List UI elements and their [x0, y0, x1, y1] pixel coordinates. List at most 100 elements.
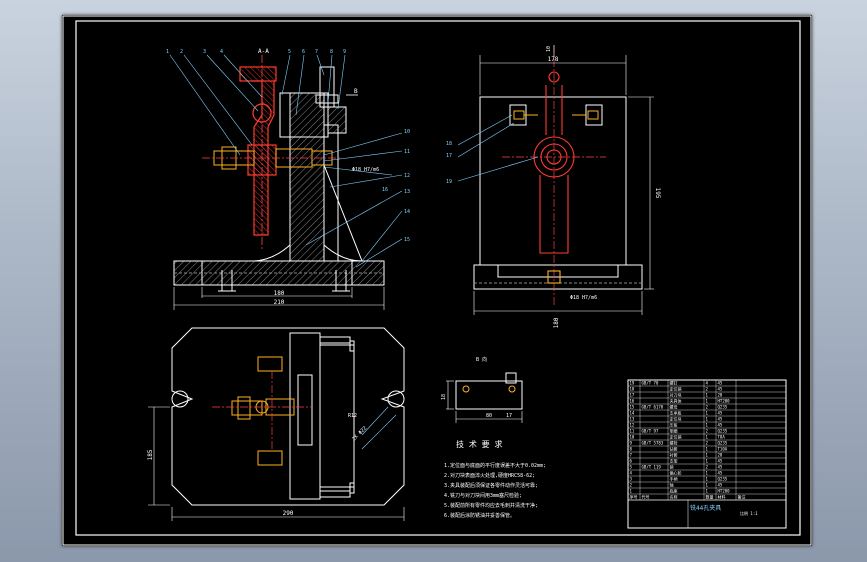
front-dimensions: [173, 287, 385, 310]
parts-cell: 底座: [670, 488, 678, 494]
side-dim-bottom: 180: [553, 317, 560, 328]
parts-cell: 20: [718, 453, 723, 458]
parts-cell: 17: [630, 393, 635, 398]
parts-cell: 定位块: [670, 416, 682, 422]
side-dim-top: 178: [548, 56, 559, 63]
view-b-dim-s: 17: [506, 413, 512, 419]
parts-cell: 螺栓: [670, 440, 678, 446]
base-bolts-front: [218, 270, 350, 292]
tech-req-title: 技 术 要 求: [456, 439, 502, 449]
plan-clamp: [212, 356, 312, 466]
parts-cell: 定位销: [670, 386, 682, 392]
front-dim-inner: 180: [274, 290, 285, 297]
parts-header-cell: 材料: [718, 494, 726, 500]
balloon-3: 3: [203, 49, 206, 55]
parts-cell: 45: [718, 465, 723, 470]
parts-header-cell: 序号: [630, 494, 638, 500]
side-dim-height: 195: [654, 188, 661, 199]
side-leaders: [457, 114, 539, 182]
plan-dim-width: 290: [283, 510, 294, 517]
balloon-18: 18: [446, 141, 452, 147]
side-dimensions: [473, 45, 654, 315]
balloon-8: 8: [330, 49, 333, 55]
parts-header-cell: 数量: [706, 494, 714, 500]
parts-cell: 夹具体: [670, 398, 682, 404]
parts-cell: 16: [630, 399, 635, 404]
view-b-marker: B: [354, 88, 358, 95]
parts-cell: 2: [706, 429, 709, 434]
parts-cell: 14: [630, 411, 635, 416]
parts-cell: 螺母: [670, 404, 678, 410]
parts-cell: HT200: [718, 399, 731, 404]
parts-cell: 1: [706, 447, 709, 452]
front-dim-width: 210: [274, 299, 285, 306]
parts-cell: 1: [706, 477, 709, 482]
parts-cell: 销: [670, 464, 674, 470]
parts-cell: 45: [718, 381, 723, 386]
parts-cell: 1: [706, 471, 709, 476]
plan-dim-height: 185: [147, 449, 154, 460]
parts-cell: 15: [630, 405, 635, 410]
parts-cell: 1: [706, 435, 709, 440]
view-b-dim-w: 80: [486, 413, 492, 419]
parts-cell: 3: [630, 477, 633, 482]
cad-viewport[interactable]: 210 180 Φ18 H7/m6 A-A B 1 2 3 4 5 6 7 8 …: [62, 15, 812, 546]
balloon-1: 1: [166, 49, 169, 55]
parts-cell: Q235: [718, 441, 728, 446]
parts-cell: 10: [630, 435, 635, 440]
parts-cell: 偏心轮: [670, 470, 682, 476]
view-b-title: B 向: [476, 356, 487, 363]
side-dim-fit: Φ18 H7/m6: [570, 295, 597, 301]
workpiece-front: [239, 55, 277, 251]
parts-cell: 衬套: [670, 452, 678, 458]
drawing-border-outer: [62, 15, 812, 546]
parts-cell: 4: [706, 381, 709, 386]
parts-cell: Q235: [718, 405, 728, 410]
parts-cell: 12: [630, 423, 635, 428]
parts-cell: 4: [630, 471, 633, 476]
balloon-16: 16: [382, 187, 388, 193]
parts-cell: 1: [706, 489, 709, 494]
front-section-view: [173, 92, 385, 286]
tech-req-line-3: 3.夹具装配后须保证各零件动作灵活可靠;: [444, 482, 538, 489]
balloon-4: 4: [220, 49, 223, 55]
parts-cell: 2: [706, 387, 709, 392]
section-label: A-A: [258, 48, 269, 55]
parts-cell: T8A: [718, 435, 726, 440]
parts-cell: 1: [706, 483, 709, 488]
parts-cell: 轴: [670, 482, 674, 488]
parts-cell: 45: [718, 423, 723, 428]
parts-cell: 6: [630, 459, 633, 464]
parts-cell: 20: [718, 393, 723, 398]
tech-req-line-6: 6.装配后涂防锈油并妥善保管。: [444, 512, 515, 519]
drawing-title: 铣44孔夹具: [690, 504, 721, 512]
parts-cell: 1: [706, 423, 709, 428]
balloon-2: 2: [180, 49, 183, 55]
balloon-10: 10: [404, 129, 410, 135]
balloon-17: 17: [446, 153, 452, 159]
parts-cell: 5: [630, 465, 633, 470]
engineering-drawing: 210 180 Φ18 H7/m6 A-A B 1 2 3 4 5 6 7 8 …: [62, 15, 812, 546]
parts-cell: Q235: [718, 429, 728, 434]
parts-cell: 9: [630, 441, 633, 446]
parts-cell: 1: [706, 459, 709, 464]
parts-cell: 1: [706, 399, 709, 404]
parts-cell: 7: [630, 453, 633, 458]
parts-cell: 13: [630, 417, 635, 422]
front-leaders: [169, 54, 403, 268]
view-b: [455, 372, 523, 410]
tech-req-line-5: 5.装配前所有零件均应去毛刺并清洗干净;: [444, 502, 538, 509]
parts-cell: GB/T 5783: [642, 441, 664, 446]
front-balloons: 1 2 3 4 5 6 7 8 9 10 11 12 13 14 15 16: [166, 49, 410, 243]
balloon-15: 15: [404, 237, 410, 243]
parts-cell: 手柄: [670, 476, 678, 482]
clamp-screw-front: [202, 66, 342, 170]
side-dim-small: 10: [546, 46, 552, 52]
tech-req-line-4: 4.铣刀与对刀块间用3mm塞尺检验;: [444, 492, 522, 499]
parts-cell: 2: [706, 405, 709, 410]
parts-cell: 2: [706, 465, 709, 470]
side-view: [473, 96, 643, 290]
parts-cell: T10A: [718, 447, 728, 452]
workpiece-side: [502, 45, 606, 305]
